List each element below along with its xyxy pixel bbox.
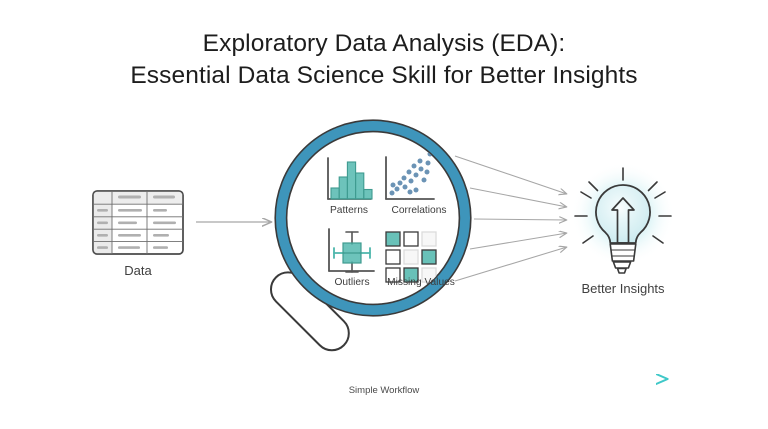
mini-chart-label-patterns: Patterns bbox=[330, 205, 368, 216]
table-icon bbox=[92, 190, 184, 255]
lightbulb-icon bbox=[571, 164, 675, 274]
insights-label: Better Insights bbox=[581, 281, 665, 296]
workflow-label: Simple Workflow bbox=[348, 385, 420, 396]
page-title: Exploratory Data Analysis (EDA): Essenti… bbox=[0, 28, 768, 92]
mini-chart-label-correlations: Correlations bbox=[391, 205, 447, 216]
lightbulb-rays bbox=[574, 167, 672, 244]
arrow-right-icon-lens-to-insights bbox=[454, 155, 567, 282]
title-line-2: Essential Data Science Skill for Better … bbox=[130, 61, 638, 89]
bulb-base bbox=[609, 243, 637, 274]
up-arrow-icon bbox=[611, 197, 635, 244]
grid-matrix-icon bbox=[385, 231, 437, 283]
title-line-1: Exploratory Data Analysis (EDA): bbox=[202, 30, 566, 57]
scatter-plot-icon bbox=[385, 151, 435, 200]
histogram-icon bbox=[327, 157, 373, 200]
mini-chart-label-outliers: Outliers bbox=[334, 277, 370, 288]
data-label: Data bbox=[124, 263, 152, 278]
box-plot-icon bbox=[328, 228, 375, 273]
mini-chart-label-missing-values: Missing Values bbox=[387, 277, 455, 288]
